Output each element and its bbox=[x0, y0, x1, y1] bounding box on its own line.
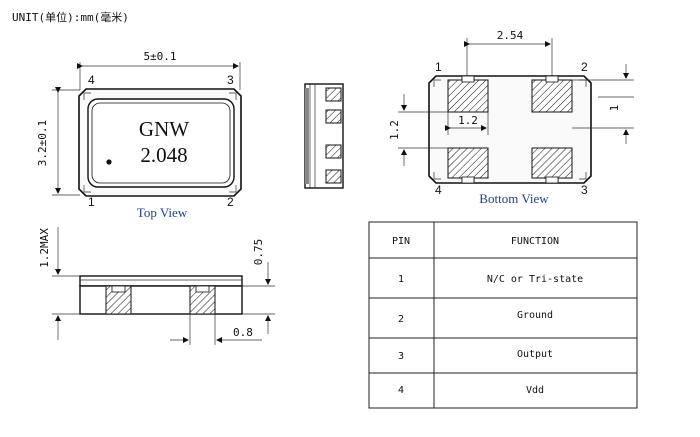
table-row-2-function: Ground bbox=[517, 310, 553, 321]
marking-line-1: GNW bbox=[139, 117, 189, 141]
side-pad-height-dim: 0.75 bbox=[252, 239, 265, 266]
end-view bbox=[304, 83, 344, 189]
pin1-dot bbox=[106, 159, 112, 165]
top-pin-4: 4 bbox=[88, 73, 95, 87]
bottom-view: 2.54 1.2 1.2 1 1 2 4 bbox=[388, 29, 634, 206]
top-pin-3: 3 bbox=[227, 73, 234, 87]
bottom-pin-2: 2 bbox=[581, 60, 588, 74]
table-header-pin: PIN bbox=[392, 236, 410, 247]
pin-table: PIN FUNCTION 1 N/C or Tri-state 2 Ground… bbox=[368, 221, 638, 409]
top-pin-2: 2 bbox=[227, 195, 234, 209]
bottom-pin-4: 4 bbox=[435, 183, 442, 197]
bottom-pitch-dim: 2.54 bbox=[497, 29, 524, 42]
bottom-view-caption: Bottom View bbox=[479, 191, 549, 206]
table-row-3-function: Output bbox=[517, 349, 553, 360]
table-row-1-pin: 1 bbox=[398, 274, 404, 285]
unit-note: UNIT(单位):mm(毫米) bbox=[12, 10, 129, 24]
table-row-4-pin: 4 bbox=[398, 385, 404, 396]
side-height-dim: 1.2MAX bbox=[38, 228, 51, 268]
bottom-gap-y-dim: 1.2 bbox=[388, 120, 401, 140]
table-row-3-pin: 3 bbox=[398, 351, 404, 362]
bottom-gap-x-dim: 1.2 bbox=[458, 114, 478, 127]
bottom-pad-height-dim: 1 bbox=[608, 105, 621, 112]
top-view: 5±0.1 3.2±0.1 GNW 2.048 4 3 1 2 Top View bbox=[36, 50, 242, 220]
table-header-function: FUNCTION bbox=[511, 236, 559, 247]
table-row-1-function: N/C or Tri-state bbox=[487, 274, 583, 285]
side-view: 1.2MAX 0.75 0.8 bbox=[38, 227, 275, 345]
table-row-4-function: Vdd bbox=[526, 385, 544, 396]
bottom-pin-3: 3 bbox=[581, 183, 588, 197]
table-row-2-pin: 2 bbox=[398, 314, 404, 325]
top-height-dim: 3.2±0.1 bbox=[36, 120, 49, 166]
side-pad-width-dim: 0.8 bbox=[233, 326, 253, 339]
top-view-caption: Top View bbox=[137, 205, 188, 220]
top-pin-1: 1 bbox=[88, 195, 95, 209]
bottom-pin-1: 1 bbox=[435, 60, 442, 74]
top-width-dim: 5±0.1 bbox=[143, 50, 176, 63]
marking-line-2: 2.048 bbox=[140, 143, 187, 167]
